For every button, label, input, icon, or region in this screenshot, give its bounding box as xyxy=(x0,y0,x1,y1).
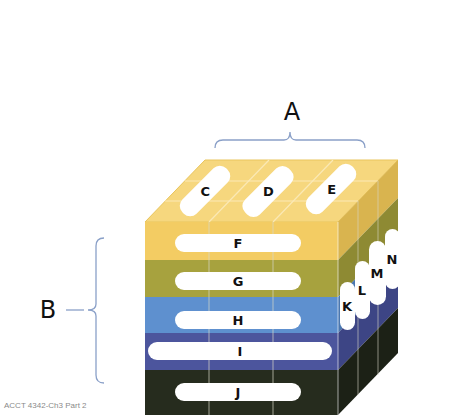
bar-letter: M xyxy=(371,267,384,280)
label-bar: G xyxy=(175,272,301,290)
label-bar: F xyxy=(175,234,301,252)
bar-letter: D xyxy=(263,185,274,198)
bar-letter: H xyxy=(233,314,244,327)
bracket xyxy=(215,132,365,148)
label-bar: L xyxy=(355,261,370,319)
dimension-letter: B xyxy=(40,297,56,323)
front-band xyxy=(145,370,338,415)
front-band xyxy=(145,333,338,370)
top-grid xyxy=(165,160,378,222)
bar-letter: G xyxy=(233,275,244,288)
label-bar: I xyxy=(148,342,332,360)
bracket-tick xyxy=(66,309,84,310)
bracket xyxy=(88,238,104,383)
bar-letter: L xyxy=(358,284,366,297)
label-bar: N xyxy=(385,229,400,289)
label-bar: J xyxy=(175,383,301,401)
footer-note: ACCT 4342-Ch3 Part 2 xyxy=(4,402,87,411)
dimension-letter: A xyxy=(284,99,300,125)
bar-letter: I xyxy=(238,345,243,358)
bar-letter: J xyxy=(236,386,241,399)
front-band xyxy=(145,260,338,297)
bar-letter: N xyxy=(387,253,398,266)
cube-edge xyxy=(338,222,339,415)
bar-letter: C xyxy=(200,185,210,198)
bar-letter: K xyxy=(342,300,352,313)
label-bar: M xyxy=(369,241,386,305)
front-band xyxy=(145,297,338,333)
label-bar: H xyxy=(175,311,301,329)
label-bar: K xyxy=(340,282,355,330)
front-band xyxy=(145,222,338,260)
bar-letter: E xyxy=(327,183,336,196)
bar-letter: F xyxy=(234,237,243,250)
